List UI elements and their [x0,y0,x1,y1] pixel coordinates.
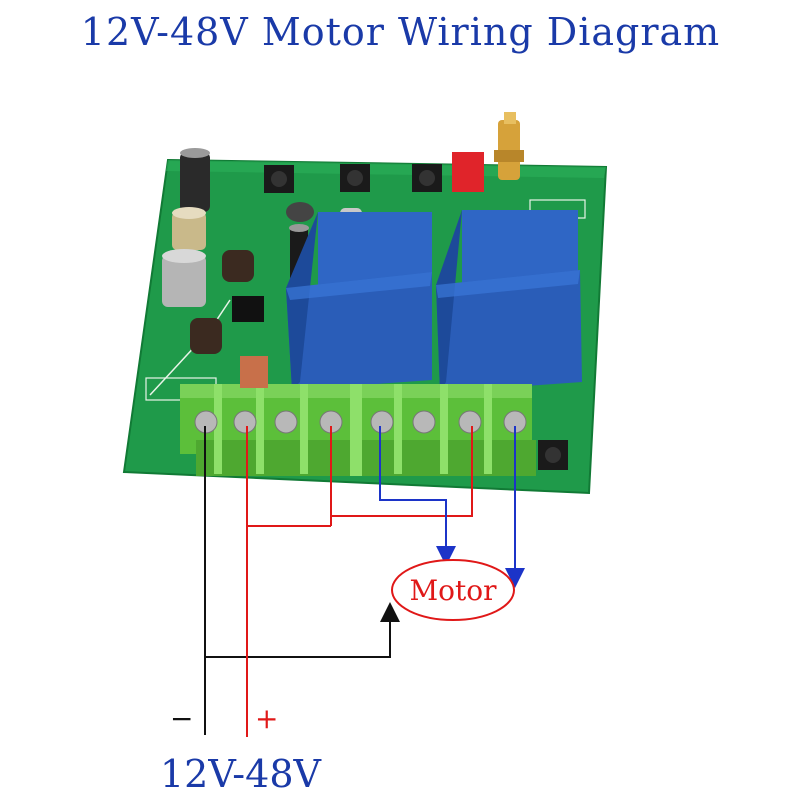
terminal-screws [194,410,527,434]
voltage-label: 12V-48V [160,752,322,796]
motor-label: Motor [409,574,497,607]
relay-right [436,210,582,392]
positive-label: + [255,702,278,735]
capacitor-large [180,148,210,212]
negative-label: − [170,702,193,735]
capacitor-100v-1 [172,207,206,250]
relay-left [286,212,432,390]
antenna-connector [494,112,524,180]
terminal-block [180,384,536,476]
diagram-title: 12V-48V Motor Wiring Diagram [80,10,721,54]
push-buttons [264,164,568,470]
wire-positive [246,426,473,737]
wire-negative [204,426,400,735]
dip-switch [452,152,484,192]
inductor [190,250,264,354]
motor-symbol [391,559,515,621]
fuse [240,356,268,388]
capacitor-100v-2 [162,249,206,307]
wire-motor-a [379,426,456,566]
